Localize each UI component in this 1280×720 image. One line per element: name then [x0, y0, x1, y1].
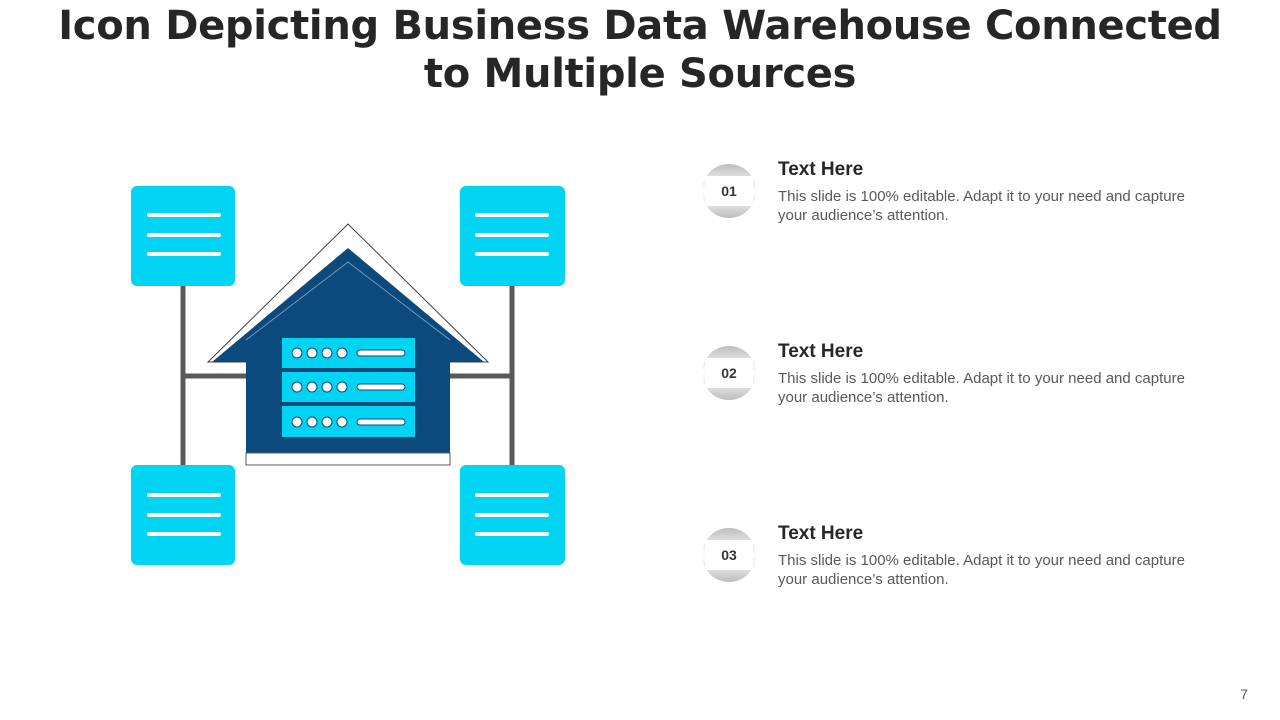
page-number: 7	[1240, 686, 1248, 702]
server-led	[336, 416, 348, 428]
source-line	[147, 213, 221, 217]
slide-title: Icon Depicting Business Data Warehouse C…	[40, 2, 1240, 98]
warehouse-base	[245, 452, 451, 466]
item-body: This slide is 100% editable. Adapt it to…	[778, 552, 1185, 588]
server-led	[336, 347, 348, 359]
server-led	[336, 381, 348, 393]
list-item-01: 01 Text Here This slide is 100% editable…	[700, 159, 1240, 242]
source-line	[147, 513, 221, 517]
slide-title-line-1: Icon Depicting Business Data Warehouse C…	[58, 3, 1222, 49]
number-badge-label: 01	[705, 176, 753, 206]
server-led	[306, 416, 318, 428]
server-drive-bar	[356, 383, 406, 391]
slide-title-line-2: to Multiple Sources	[423, 51, 857, 97]
source-line	[147, 532, 221, 536]
server-led	[306, 381, 318, 393]
warehouse-inner-roofline	[245, 261, 451, 341]
server-led	[321, 381, 333, 393]
item-heading: Text Here	[778, 341, 864, 362]
number-badge: 01	[702, 164, 756, 218]
source-box-top-right	[460, 186, 565, 286]
server-drive-bar	[356, 418, 406, 426]
source-box-bottom-right	[460, 465, 565, 565]
number-badge: 02	[702, 346, 756, 400]
server-led	[291, 347, 303, 359]
source-line	[475, 252, 549, 256]
number-badge: 03	[702, 528, 756, 582]
source-line	[475, 513, 549, 517]
server-led	[291, 416, 303, 428]
source-line	[475, 532, 549, 536]
source-line	[475, 213, 549, 217]
source-line	[475, 233, 549, 237]
item-body: This slide is 100% editable. Adapt it to…	[778, 370, 1185, 406]
connector-lines	[180, 280, 515, 470]
server-led	[291, 381, 303, 393]
source-box-top-left	[131, 186, 235, 286]
server-unit-2	[282, 372, 415, 402]
number-badge-label: 02	[705, 358, 753, 388]
source-box-bottom-left	[131, 465, 235, 565]
list-item-02: 02 Text Here This slide is 100% editable…	[700, 341, 1240, 424]
list-item-03: 03 Text Here This slide is 100% editable…	[700, 523, 1240, 606]
item-heading: Text Here	[778, 159, 864, 180]
server-led	[321, 416, 333, 428]
number-badge-label: 03	[705, 540, 753, 570]
server-led	[306, 347, 318, 359]
server-led	[321, 347, 333, 359]
server-unit-3	[282, 406, 415, 437]
server-drive-bar	[356, 349, 406, 357]
warehouse-icon	[206, 223, 490, 466]
data-warehouse-diagram	[131, 186, 565, 565]
item-body: This slide is 100% editable. Adapt it to…	[778, 188, 1185, 224]
item-heading: Text Here	[778, 523, 864, 544]
source-line	[147, 493, 221, 497]
server-unit-1	[282, 338, 415, 368]
source-line	[147, 233, 221, 237]
source-line	[475, 493, 549, 497]
source-line	[147, 252, 221, 256]
